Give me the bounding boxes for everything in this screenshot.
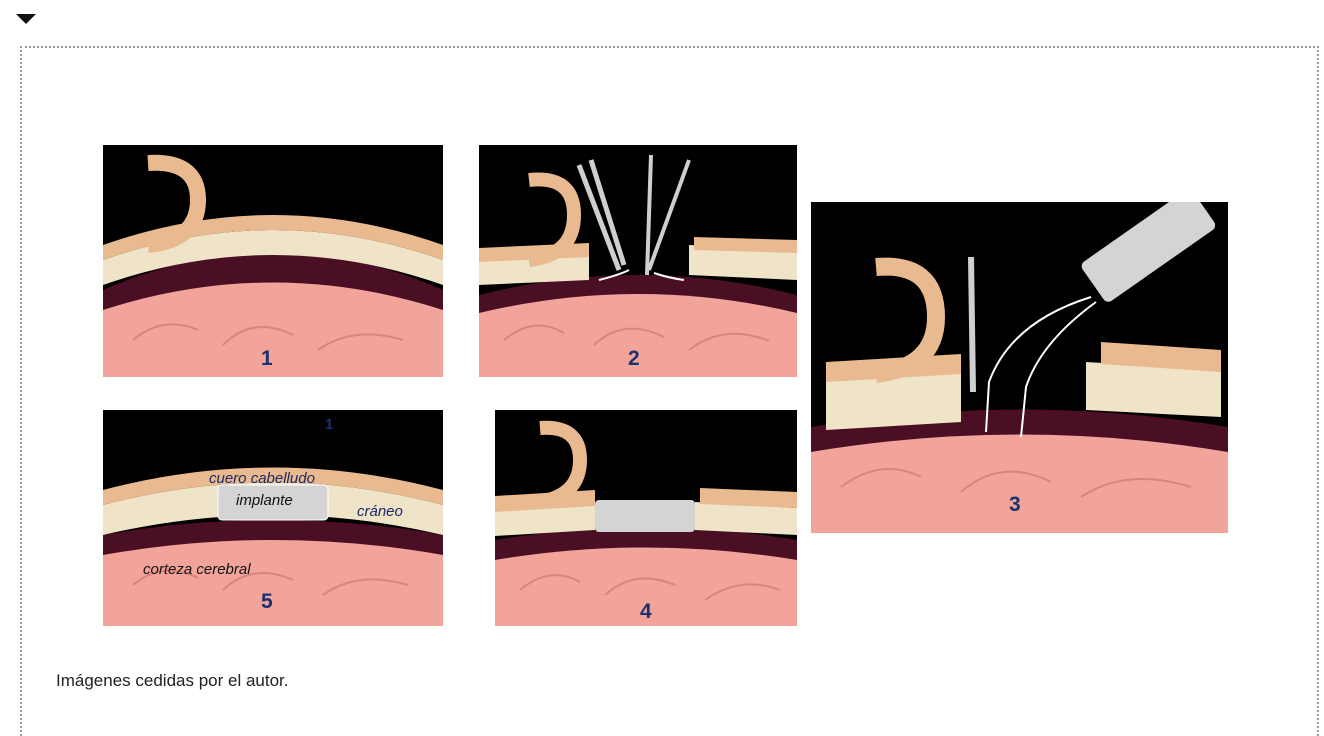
stray-step-number: 1 bbox=[325, 416, 333, 433]
implant-label: implante bbox=[236, 492, 293, 509]
step-number-2: 2 bbox=[628, 347, 640, 371]
image-credit-caption: Imágenes cedidas por el autor. bbox=[56, 671, 288, 691]
incision-illustration bbox=[479, 145, 797, 377]
step-number-4: 4 bbox=[640, 600, 652, 624]
scalp-label: cuero cabelludo bbox=[209, 470, 315, 487]
panel-1: 1 bbox=[103, 145, 443, 377]
panel-5: 1 cuero cabelludo implante cráneo cortez… bbox=[103, 410, 443, 626]
panel-3: 3 bbox=[811, 202, 1228, 533]
panel-4: 4 bbox=[495, 410, 797, 626]
step-number-5: 5 bbox=[261, 590, 273, 614]
skull-label: cráneo bbox=[357, 503, 403, 520]
caret-down-icon[interactable] bbox=[16, 12, 36, 26]
step-number-1: 1 bbox=[261, 347, 273, 371]
implant-closing-illustration bbox=[495, 410, 797, 626]
cortex-label: corteza cerebral bbox=[143, 561, 251, 578]
step-number-3: 3 bbox=[1009, 493, 1021, 517]
panel-2: 2 bbox=[479, 145, 797, 377]
implant-insertion-illustration bbox=[811, 202, 1228, 533]
scalp-closed-illustration bbox=[103, 145, 443, 377]
